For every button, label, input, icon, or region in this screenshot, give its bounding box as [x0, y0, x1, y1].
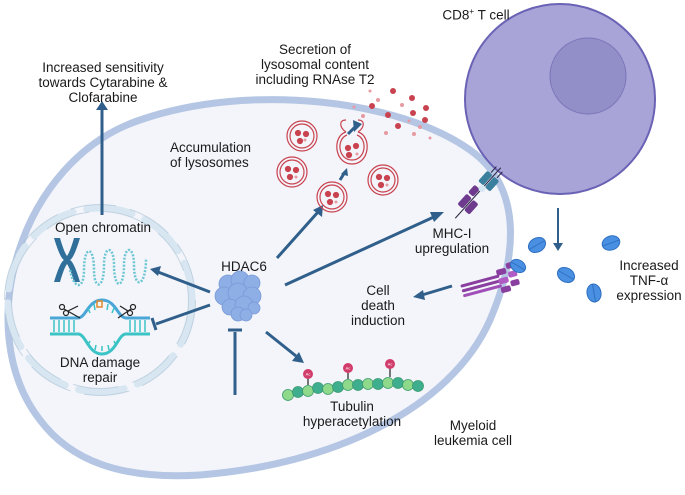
- dna-repair-label-line: DNA damage: [59, 355, 141, 370]
- dna-repair-icon: [50, 298, 150, 356]
- scissors-icon: [117, 303, 137, 319]
- myeloid-label-line: leukemia cell: [433, 433, 513, 448]
- secretion-label-line: lysosomal content: [260, 57, 370, 72]
- secreted-particles: [352, 88, 432, 140]
- tnf-molecule: [586, 283, 602, 303]
- cell-death-label-line: Cell: [366, 283, 390, 298]
- tnf-molecule: [527, 236, 547, 254]
- sensitivity-label-line: towards Cytarabine &: [38, 75, 168, 90]
- secretion-label: Secretion of lysosomal content including…: [250, 42, 380, 87]
- chromosome-icon: [54, 238, 80, 282]
- t-cell-label-suffix: T cell: [474, 7, 510, 23]
- arrow-cell-death: [421, 284, 453, 297]
- tubulin-label-line: Tubulin: [330, 399, 374, 414]
- sensitivity-label: Increased sensitivity towards Cytarabine…: [38, 60, 168, 105]
- inhibit-dna-repair: [155, 303, 211, 326]
- hdac6-label: HDAC6: [221, 259, 267, 274]
- sensitivity-label-line: Increased sensitivity: [42, 60, 164, 75]
- lysosome: [367, 164, 399, 196]
- arrow-tubulin: [265, 330, 297, 358]
- arrowhead-chromatin: [150, 266, 161, 276]
- dna-repair-label: DNA damage repair: [50, 355, 150, 385]
- lysosome: [276, 156, 308, 188]
- mhc-tcr-complex-icon: [454, 166, 503, 219]
- acetyl-tag: [343, 363, 353, 373]
- t-cell-label: CD8+ T cell: [436, 4, 516, 23]
- myeloid-label: Myeloid leukemia cell: [428, 418, 518, 448]
- tubulin-label-line: hyperacetylation: [302, 414, 402, 429]
- tnf-receptor-icon: [460, 261, 520, 298]
- nuclear-envelope: [4, 204, 196, 396]
- arrowhead-lysosome-fusion: [341, 168, 348, 176]
- tnf-label-line: Increased: [619, 258, 679, 273]
- arrowhead-sensitivity: [96, 101, 108, 110]
- sensitivity-label-line: Clofarabine: [68, 90, 138, 105]
- arrowhead-mhc: [430, 212, 444, 222]
- cell-death-label-line: induction: [350, 313, 406, 328]
- acetyl-tag: [303, 369, 313, 379]
- arrowhead-secretion: [353, 120, 362, 132]
- accumulation-label-line: of lysosomes: [170, 155, 249, 170]
- tnf-alpha-molecules: [509, 235, 621, 303]
- arrow-mhc: [284, 214, 437, 287]
- lysosome: [286, 120, 318, 152]
- t-cell-label-prefix: CD8: [442, 7, 470, 23]
- tnf-molecule: [601, 235, 621, 251]
- acetyl-tag-label: Ac: [388, 362, 393, 367]
- tubulin-chain-icon: [282, 377, 424, 401]
- tnf-molecule: [509, 258, 527, 274]
- acetyl-groups: [303, 359, 395, 385]
- t-cell-nucleus: [549, 37, 627, 115]
- hdac6-protein-icon: [214, 270, 262, 322]
- arrowhead-tubulin: [292, 352, 304, 363]
- open-chromatin-label: Open chromatin: [54, 220, 152, 235]
- tnf-label-line: TNF-α: [629, 273, 669, 288]
- secretion-label-line: including RNAse T2: [255, 72, 375, 87]
- secreting-lysosome: [336, 119, 368, 165]
- scissors-icon: [58, 303, 81, 319]
- lysosome: [316, 181, 348, 213]
- secretion-label-line: Secretion of: [278, 42, 352, 57]
- t-cell-label-sup: +: [469, 7, 475, 16]
- arrow-chromatin: [157, 270, 211, 294]
- acetyl-tag-label: Ac: [306, 372, 311, 377]
- arrow-lysosomes: [275, 211, 320, 259]
- cell-death-label-line: death: [361, 298, 395, 313]
- myeloid-label-line: Myeloid: [449, 418, 497, 433]
- lysosomes: [276, 119, 399, 213]
- tnf-molecule: [556, 266, 576, 284]
- mhc-label: MHC-I upregulation: [412, 226, 492, 256]
- cell-death-label: Cell death induction: [348, 283, 408, 328]
- mhc-label-line: upregulation: [414, 241, 490, 256]
- chromatin-strand-icon: [68, 248, 148, 287]
- arrowhead-tnf: [553, 243, 563, 251]
- arrowhead-cell-death: [413, 290, 425, 300]
- acetyl-tag: [385, 359, 395, 369]
- arrow-secretion: [346, 124, 358, 136]
- mhc-label-line: MHC-I: [432, 226, 472, 241]
- nuclear-envelope-outline: [4, 204, 196, 396]
- dna-repair-label-line: repair: [82, 370, 118, 385]
- tnf-label-line: expression: [616, 288, 682, 303]
- tubulin-label: Tubulin hyperacetylation: [292, 399, 412, 429]
- acetyl-tag-label: Ac: [346, 366, 351, 371]
- tnf-label: Increased TNF-α expression: [614, 258, 684, 303]
- arrowhead-lysosomes: [313, 205, 323, 217]
- accumulation-label: Accumulation of lysosomes: [170, 140, 260, 170]
- inhibit-dna-repair-bar: [150, 317, 158, 331]
- accumulation-label-line: Accumulation: [170, 140, 252, 155]
